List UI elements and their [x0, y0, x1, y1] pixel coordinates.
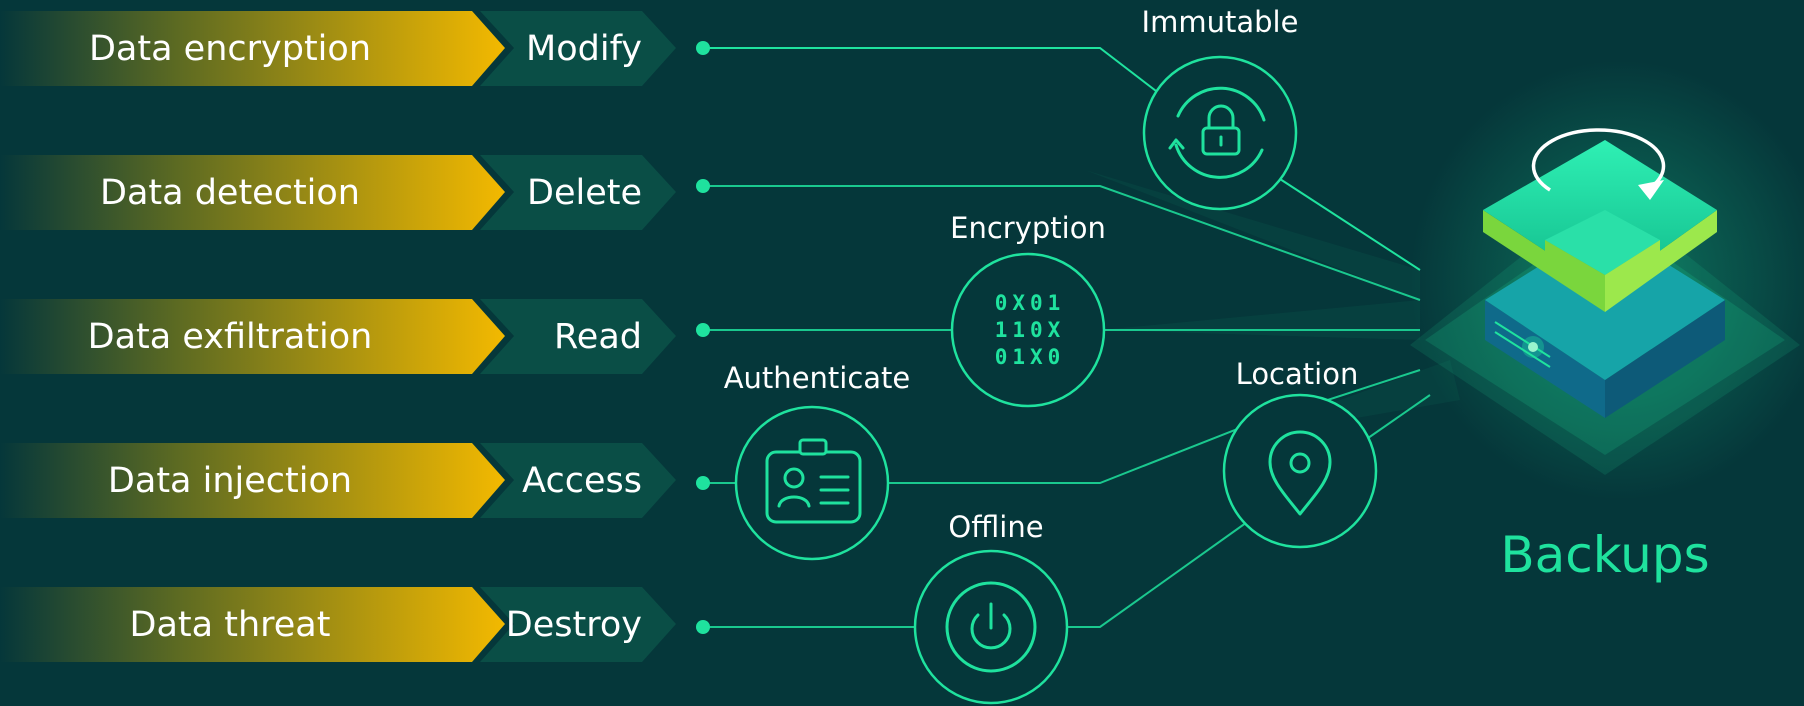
action-label-read: Read — [554, 317, 642, 357]
threat-label-4: Data injection — [107, 461, 353, 501]
action-tab-1 — [480, 11, 676, 86]
authenticate-label: Authenticate — [723, 361, 911, 395]
threat-bars — [0, 11, 505, 662]
threat-label-3: Data exfiltration — [87, 317, 373, 357]
threat-bar-1 — [0, 11, 505, 86]
connector-dot-2 — [696, 179, 710, 193]
action-tab-3 — [480, 299, 676, 374]
control-circles — [734, 55, 1378, 705]
id-badge-icon — [765, 438, 862, 524]
connector-dot-5 — [696, 620, 710, 634]
location-label: Location — [1235, 357, 1359, 391]
binary-line-2: 110X — [995, 318, 1066, 342]
connector-dot-1 — [696, 41, 710, 55]
connector-dot-3 — [696, 323, 710, 337]
immutable-label: Immutable — [1141, 5, 1299, 39]
binary-line-1: 0X01 — [995, 291, 1066, 315]
threat-label-1: Data encryption — [88, 29, 372, 69]
connector-dots — [696, 41, 710, 634]
action-label-delete: Delete — [527, 173, 642, 213]
connector-delete — [703, 185, 1421, 301]
power-icon — [945, 581, 1037, 673]
threat-bar-2 — [0, 155, 505, 230]
action-label-access: Access — [522, 461, 642, 501]
threat-bar-4 — [0, 443, 505, 518]
connector-dot-4 — [696, 476, 710, 490]
offline-label: Offline — [948, 510, 1044, 544]
rotating-lock-icon — [1168, 86, 1266, 179]
action-tabs — [480, 11, 676, 662]
action-tab-4 — [480, 443, 676, 518]
threat-bar-3 — [0, 299, 505, 374]
encryption-label: Encryption — [950, 211, 1106, 245]
backup-server-icon — [1410, 128, 1800, 475]
action-tab-5 — [480, 587, 676, 662]
threat-label-5: Data threat — [129, 605, 331, 645]
encryption-circle — [950, 252, 1106, 408]
backups-label: Backups — [1500, 526, 1710, 584]
binary-code-icon: 0X01 110X 01X0 — [995, 291, 1066, 369]
map-pin-icon — [1268, 430, 1332, 516]
action-label-modify: Modify — [526, 29, 642, 69]
action-tab-2 — [480, 155, 676, 230]
action-label-destroy: Destroy — [505, 605, 642, 645]
threat-bar-5 — [0, 587, 505, 662]
binary-line-3: 01X0 — [995, 345, 1066, 369]
immutable-circle — [1142, 55, 1298, 211]
threat-label-2: Data detection — [100, 173, 360, 213]
